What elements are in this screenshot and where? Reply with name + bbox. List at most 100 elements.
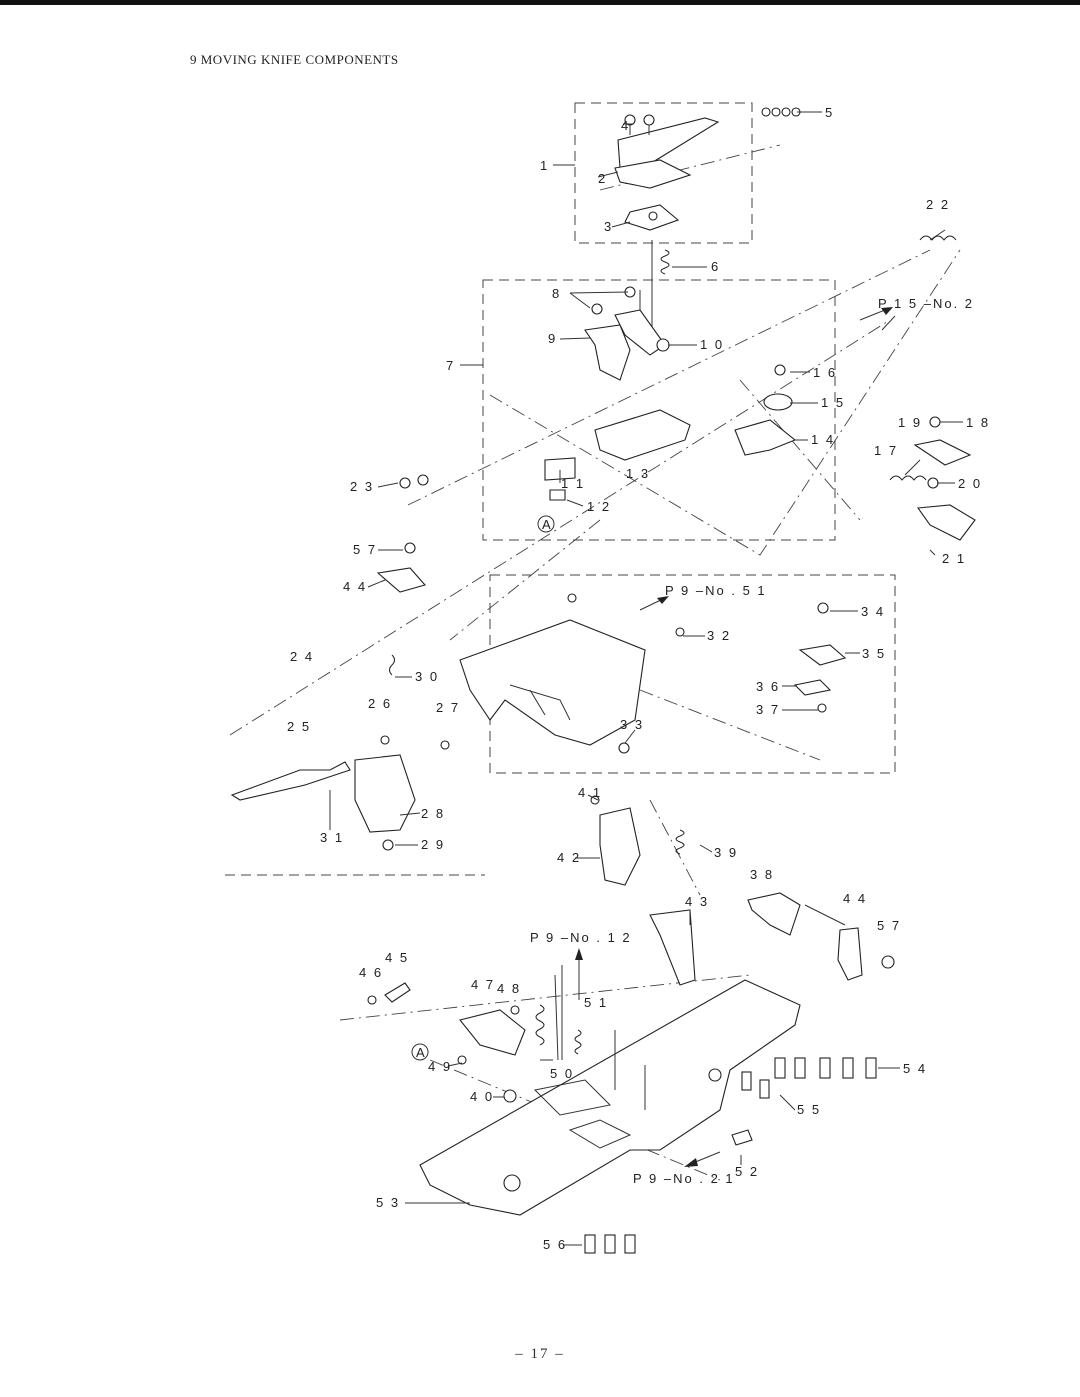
part-55-screws: [741, 1071, 770, 1099]
part-5-ring: [761, 107, 771, 117]
part-8-e-ring: [591, 303, 603, 315]
callout-26: 2 6: [368, 696, 392, 711]
mark-a-2: [411, 1043, 429, 1061]
callout-51: 5 1: [584, 995, 608, 1010]
part-17-spring: [889, 475, 927, 481]
callout-53: 5 3: [376, 1195, 400, 1210]
section-title: 9 MOVING KNIFE COMPONENTS: [190, 52, 399, 67]
callout-25: 2 5: [287, 719, 311, 734]
callout-36: 3 6: [756, 679, 780, 694]
callout-28: 2 8: [421, 806, 445, 821]
callout-5: 5: [825, 105, 834, 120]
callout-54: 5 4: [903, 1061, 927, 1076]
callout-33: 3 3: [620, 717, 644, 732]
callout-23: 2 3: [350, 479, 374, 494]
callout-46: 4 6: [359, 965, 383, 980]
callout-29: 2 9: [421, 837, 445, 852]
part-44-bracket: [837, 927, 863, 981]
callout-10: 1 0: [700, 337, 724, 352]
top-border: [0, 0, 1080, 5]
part-37-screw: [817, 703, 827, 713]
part-35-clip: [798, 644, 847, 666]
part-20-washer: [927, 477, 939, 489]
callout-22: 2 2: [926, 197, 950, 212]
part-22-spring: [919, 235, 957, 241]
callout-37: 3 7: [756, 702, 780, 717]
part-39-spring: [675, 829, 685, 855]
part-46-ring: [367, 995, 377, 1005]
part-36-block: [793, 679, 832, 696]
group-box-7: [482, 279, 836, 541]
callout-16: 1 6: [813, 365, 837, 380]
part-14-arm: [734, 419, 797, 456]
part-53-base-plate: [419, 979, 801, 1216]
callout-40: 4 0: [470, 1089, 494, 1104]
callout-19: 1 9: [898, 415, 922, 430]
part-43-bracket: [649, 909, 696, 986]
callout-35: 3 5: [862, 646, 886, 661]
callout-31: 3 1: [320, 830, 344, 845]
part-42-block: [599, 807, 641, 886]
callout-57: 5 7: [877, 918, 901, 933]
group-box-1: [574, 102, 753, 244]
callout-14: 1 4: [811, 432, 835, 447]
callout-32: 3 2: [707, 628, 731, 643]
callout-11: 1 1: [561, 476, 585, 491]
part-18-screw: [929, 416, 941, 428]
part-48-ring: [510, 1005, 520, 1015]
part-19-plate: [913, 439, 972, 466]
part-57-screw-top: [404, 542, 416, 554]
part-52-pin: [731, 1129, 753, 1146]
part-16-screw: [774, 364, 786, 376]
callout-52: 5 2: [735, 1164, 759, 1179]
callout-39: 3 9: [714, 845, 738, 860]
mark-a-1: [537, 515, 555, 533]
callout-43: 4 3: [685, 894, 709, 909]
part-44-bracket-top: [376, 567, 426, 593]
ref-p9-no12: P 9 –No . 1 2: [530, 930, 632, 945]
callout-20: 2 0: [958, 476, 982, 491]
part-23-screw: [399, 477, 411, 489]
part-57-screw: [881, 955, 895, 969]
part-51-spring: [574, 1029, 582, 1055]
ref-p15-no2: P 1 5 –No. 2: [878, 296, 974, 311]
callout-44: 4 4: [843, 891, 867, 906]
part-11-washer: [544, 457, 576, 481]
part-9-lever: [584, 324, 631, 381]
callout-41: 4 1: [578, 785, 602, 800]
callout-17: 1 7: [874, 443, 898, 458]
part-12-ring: [549, 489, 566, 501]
callout-6: 6: [711, 259, 720, 274]
part-45-pin: [384, 982, 411, 1003]
callout-38: 3 8: [750, 867, 774, 882]
part-30-spring: [389, 654, 395, 676]
ref-p9-no21: P 9 –No . 2 1: [633, 1171, 735, 1186]
callout-24: 2 4: [290, 649, 314, 664]
part-50-spring: [535, 1004, 545, 1046]
part-2-knife-plate: [617, 117, 720, 171]
callout-44-top: 4 4: [343, 579, 367, 594]
part-40-washer: [503, 1089, 517, 1103]
callout-12: 1 2: [587, 499, 611, 514]
part-28-lever: [354, 754, 416, 833]
ref-p9-no51: P 9 –No . 5 1: [665, 583, 767, 598]
part-6-spring: [660, 249, 670, 275]
page-number: – 17 –: [515, 1346, 565, 1362]
callout-13: 1 3: [626, 466, 650, 481]
callout-3: 3: [604, 219, 613, 234]
callout-56: 5 6: [543, 1237, 567, 1252]
callout-1: 1: [540, 158, 549, 173]
part-13-bracket: [594, 409, 691, 461]
callout-8: 8: [552, 286, 561, 301]
part-33-screw: [618, 742, 630, 754]
part-34-screw: [817, 602, 829, 614]
callout-50: 5 0: [550, 1066, 574, 1081]
part-27-frame: [459, 619, 646, 746]
part-15-nut: [763, 393, 793, 411]
mark-a-label-2: A: [416, 1045, 427, 1060]
callout-4: 4: [621, 118, 630, 133]
mark-a-label-1: A: [542, 517, 553, 532]
part-32-ring: [675, 627, 685, 637]
